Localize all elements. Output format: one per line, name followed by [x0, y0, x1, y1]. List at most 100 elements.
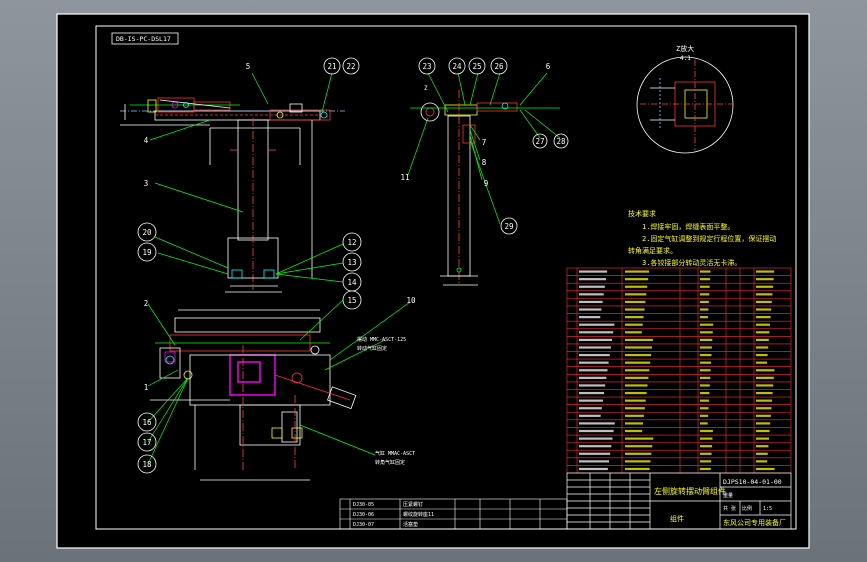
parts-list-cell-mark: [625, 437, 654, 440]
parts-list-cell-mark: [625, 293, 647, 296]
parts-list-cell-mark: [756, 452, 768, 455]
balloon-17: 17: [142, 438, 151, 447]
parts-list-cell-mark: [625, 308, 645, 311]
drawing-number: DJPS10-04-01-00: [723, 478, 782, 486]
parts-list-cell-mark: [756, 445, 769, 448]
parts-list-cell-mark: [579, 308, 602, 311]
parts-list-cell-mark: [579, 316, 601, 319]
parts-list-cell-mark: [625, 414, 644, 417]
balloon-circles: [137, 57, 569, 474]
parts-list-cell-mark: [756, 346, 769, 349]
plan-view: [150, 309, 357, 481]
code-box-text: DB-IS-PC-DSL17: [116, 35, 171, 43]
notes-line-1: 1.焊接牢固，焊缝表面平整。: [642, 222, 734, 231]
parts-list-cell-mark: [700, 323, 714, 326]
parts-list-cell-mark: [756, 278, 774, 281]
parts-list-cell-mark: [756, 407, 772, 410]
parts-list-cell-mark: [579, 452, 611, 455]
balloon-15: 15: [347, 296, 356, 305]
parts-list-cell-mark: [756, 361, 767, 364]
revision-text: DJ30-05 压紧螺钉 DJ30-06 螺纹旋转座11 DJ30-07 活塞垫: [353, 501, 434, 528]
parts-list-cell-mark: [625, 399, 646, 402]
parts-list-cell-mark: [625, 331, 642, 334]
revision-code-3: DJ30-07: [353, 522, 374, 528]
balloon-14: 14: [347, 278, 357, 287]
drawing-sheet: [56, 13, 810, 549]
parts-list-cell-mark: [756, 429, 770, 433]
parts-list-cell-mark: [700, 384, 710, 387]
balloon-6: 6: [546, 62, 551, 71]
parts-list-cell-mark: [579, 384, 606, 387]
annotation-3: 气缸 MMAC-ASCT: [375, 450, 415, 457]
parts-list-cell-mark: [700, 399, 709, 402]
parts-list-cell-mark: [625, 391, 647, 395]
balloon-numbers: 5 21 22 4 3 20 19 12 13 14 15 23 24 25 2…: [142, 62, 566, 469]
revision-code-1: DJ30-05: [353, 502, 374, 508]
parts-list-cell-mark: [625, 323, 643, 326]
annotation-2: 转动气缸固定: [357, 345, 387, 352]
parts-list-cell-mark: [579, 399, 603, 402]
parts-list-cell-mark: [756, 353, 768, 357]
parts-list-cell-mark: [625, 452, 652, 455]
parts-list-cell-mark: [625, 346, 652, 349]
drawing-title: 左侧旋转摆动臂组件: [654, 486, 726, 496]
parts-list-cell-mark: [700, 407, 709, 410]
parts-list-cell-mark: [756, 308, 772, 311]
parts-list-cell-mark: [625, 422, 643, 425]
balloon-13: 13: [347, 258, 356, 267]
parts-list-cell-mark: [625, 300, 646, 304]
parts-list-cell-mark: [579, 414, 601, 417]
parts-list-cell-mark: [579, 429, 614, 433]
parts-list-cell-mark: [700, 338, 713, 341]
z-view-scale: 4:1: [680, 55, 691, 62]
balloon-16: 16: [142, 418, 152, 427]
notes-line-3: 转角满足要求。: [628, 246, 677, 255]
balloon-29: 29: [504, 222, 513, 231]
parts-list-cell-mark: [579, 376, 607, 379]
parts-list-cell-mark: [579, 391, 605, 395]
balloon-27: 27: [535, 137, 544, 146]
parts-list-cell-mark: [579, 422, 615, 425]
balloon-4: 4: [144, 136, 149, 145]
parts-list-cell-mark: [756, 414, 771, 417]
title-block: [566, 472, 792, 530]
front-view: [120, 97, 345, 293]
balloon-5: 5: [246, 62, 251, 71]
sheet-label: 共 张: [723, 505, 736, 512]
parts-list-cell-mark: [700, 300, 709, 304]
z-view-label: Z放大: [676, 44, 694, 53]
revision-name-3: 活塞垫: [403, 521, 418, 528]
parts-list-cell-mark: [756, 437, 769, 440]
notes-line-2: 2.固定气缸调整到规定行程位置，保证摆动: [642, 234, 776, 243]
parts-list-cell-mark: [756, 323, 770, 326]
parts-list-cell-mark: [700, 278, 711, 281]
parts-list-cell-mark: [700, 467, 711, 471]
balloon-18: 18: [142, 460, 152, 469]
parts-list-cell-mark: [756, 460, 768, 463]
parts-list-cell-mark: [625, 376, 649, 379]
parts-list-cell-mark: [700, 346, 712, 349]
parts-list-cell-mark: [625, 467, 650, 471]
scale-value: 1:5: [763, 506, 772, 512]
parts-list-cell-mark: [756, 331, 770, 334]
balloon-25: 25: [472, 62, 481, 71]
parts-list-cell-mark: [700, 361, 712, 364]
balloon-22: 22: [346, 62, 355, 71]
notes-title: 技术要求: [628, 209, 656, 218]
parts-list-cell-mark: [579, 361, 609, 364]
scale-label: 比例: [742, 505, 752, 512]
parts-list-cell-mark: [579, 285, 605, 288]
parts-list-cell-mark: [625, 460, 651, 463]
parts-list-cell-mark: [579, 467, 608, 471]
parts-list-cell-mark: [579, 460, 610, 463]
balloon-8: 8: [482, 158, 487, 167]
revision-name-1: 压紧螺钉: [403, 501, 423, 508]
leader-lines: [147, 72, 561, 465]
balloon-3: 3: [144, 179, 149, 188]
parts-list-cell-mark: [579, 323, 615, 326]
parts-list-cell-mark: [579, 278, 606, 281]
parts-list-cell-mark: [579, 437, 613, 440]
balloon-11: 11: [400, 173, 409, 182]
parts-list-cell-mark: [756, 376, 774, 379]
